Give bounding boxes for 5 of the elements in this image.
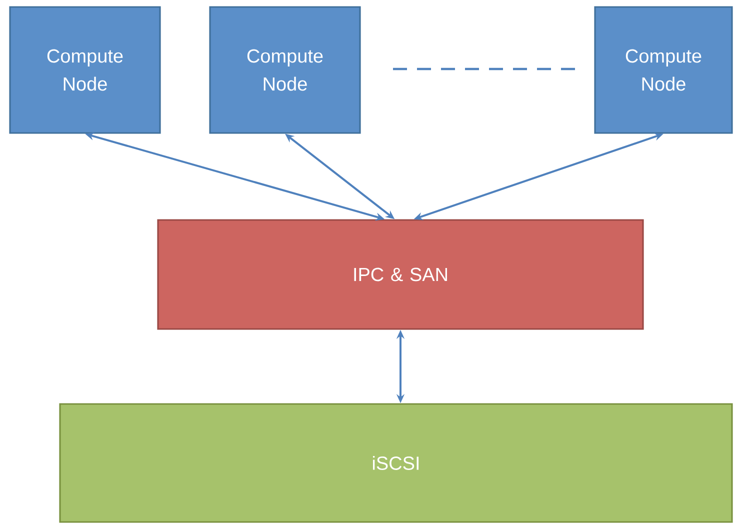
storage-box: iSCSI (59, 403, 733, 523)
network-box: IPC & SAN (157, 219, 644, 330)
compute-node-box: Compute Node (594, 6, 733, 134)
compute-node-box: Compute Node (9, 6, 161, 134)
compute-node-box: Compute Node (209, 6, 361, 134)
